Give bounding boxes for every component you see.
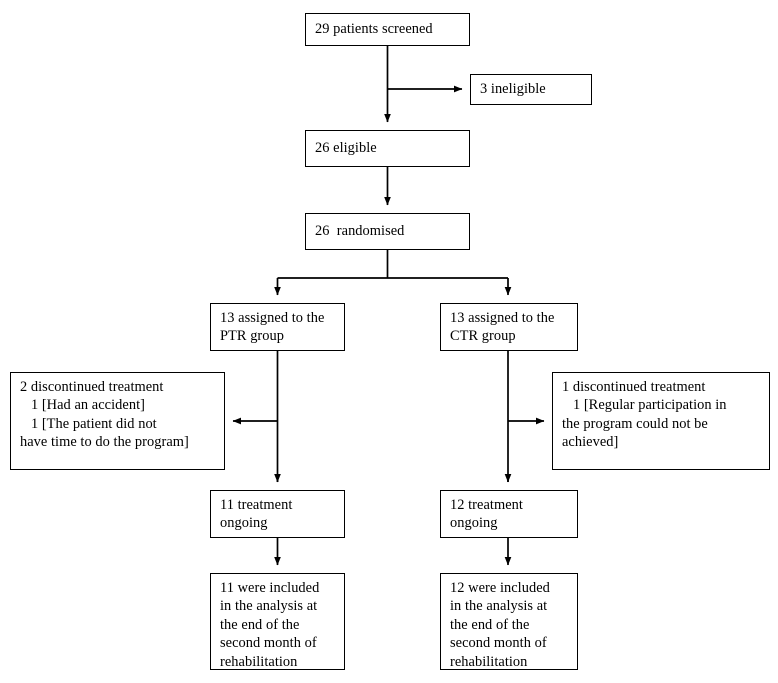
- node-text-line: the program could not be: [562, 415, 708, 432]
- node-text-line: 26 randomised: [315, 223, 405, 240]
- node-text-line: 2 discontinued treatment: [20, 379, 164, 395]
- node-text-line: 29 patients screened: [315, 21, 433, 38]
- node-text-line: 11 treatment: [220, 497, 293, 513]
- node-text-line: 11 were included: [220, 580, 320, 596]
- node-discontinued-ctr: 1 discontinued treatment 1 [Regular part…: [552, 372, 770, 470]
- node-text-line: in the analysis at: [450, 598, 548, 615]
- node-text-line: 1 [Regular participation in: [562, 397, 727, 414]
- node-eligible: 26 eligible: [305, 130, 470, 167]
- node-text: 29 patients screened: [315, 20, 433, 38]
- node-text-line: 13 assigned to the: [450, 310, 555, 326]
- node-text: 12 treatment ongoing: [450, 496, 577, 533]
- node-text-line: 1 [Had an accident]: [20, 397, 145, 414]
- node-text-line: 12 treatment: [450, 497, 523, 513]
- node-text: 26 randomised: [315, 222, 404, 240]
- node-text-line: rehabilitation: [220, 653, 298, 670]
- node-text-line: 12 were included: [450, 580, 550, 596]
- node-text: 1 discontinued treatment 1 [Regular part…: [562, 378, 769, 452]
- node-randomised: 26 randomised: [305, 213, 470, 250]
- node-text-line: 13 assigned to the: [220, 310, 325, 326]
- node-text-line: ongoing: [220, 515, 268, 532]
- node-text-line: the end of the: [450, 616, 530, 633]
- node-text-line: PTR group: [220, 328, 285, 345]
- node-text-line: the end of the: [220, 616, 300, 633]
- node-text-line: have time to do the program]: [20, 434, 189, 451]
- node-discontinued-ptr: 2 discontinued treatment 1 [Had an accid…: [10, 372, 225, 470]
- node-text-line: achieved]: [562, 434, 619, 451]
- node-text-line: 3 ineligible: [480, 81, 546, 98]
- node-text-line: 26 eligible: [315, 140, 377, 157]
- node-ineligible: 3 ineligible: [470, 74, 592, 105]
- node-text: 26 eligible: [315, 139, 377, 157]
- node-text-line: rehabilitation: [450, 653, 528, 670]
- node-text: 3 ineligible: [480, 80, 546, 98]
- node-text: 11 treatment ongoing: [220, 496, 344, 533]
- node-screened: 29 patients screened: [305, 13, 470, 46]
- node-text: 2 discontinued treatment 1 [Had an accid…: [20, 378, 224, 452]
- node-text-line: 1 [The patient did not: [20, 415, 157, 432]
- node-text-line: 1 discontinued treatment: [562, 379, 706, 395]
- node-text-line: ongoing: [450, 515, 498, 532]
- node-text-line: second month of: [220, 635, 317, 652]
- node-ongoing-ptr: 11 treatment ongoing: [210, 490, 345, 538]
- node-text-line: in the analysis at: [220, 598, 318, 615]
- node-ongoing-ctr: 12 treatment ongoing: [440, 490, 578, 538]
- node-text-line: CTR group: [450, 328, 516, 345]
- node-text-line: second month of: [450, 635, 547, 652]
